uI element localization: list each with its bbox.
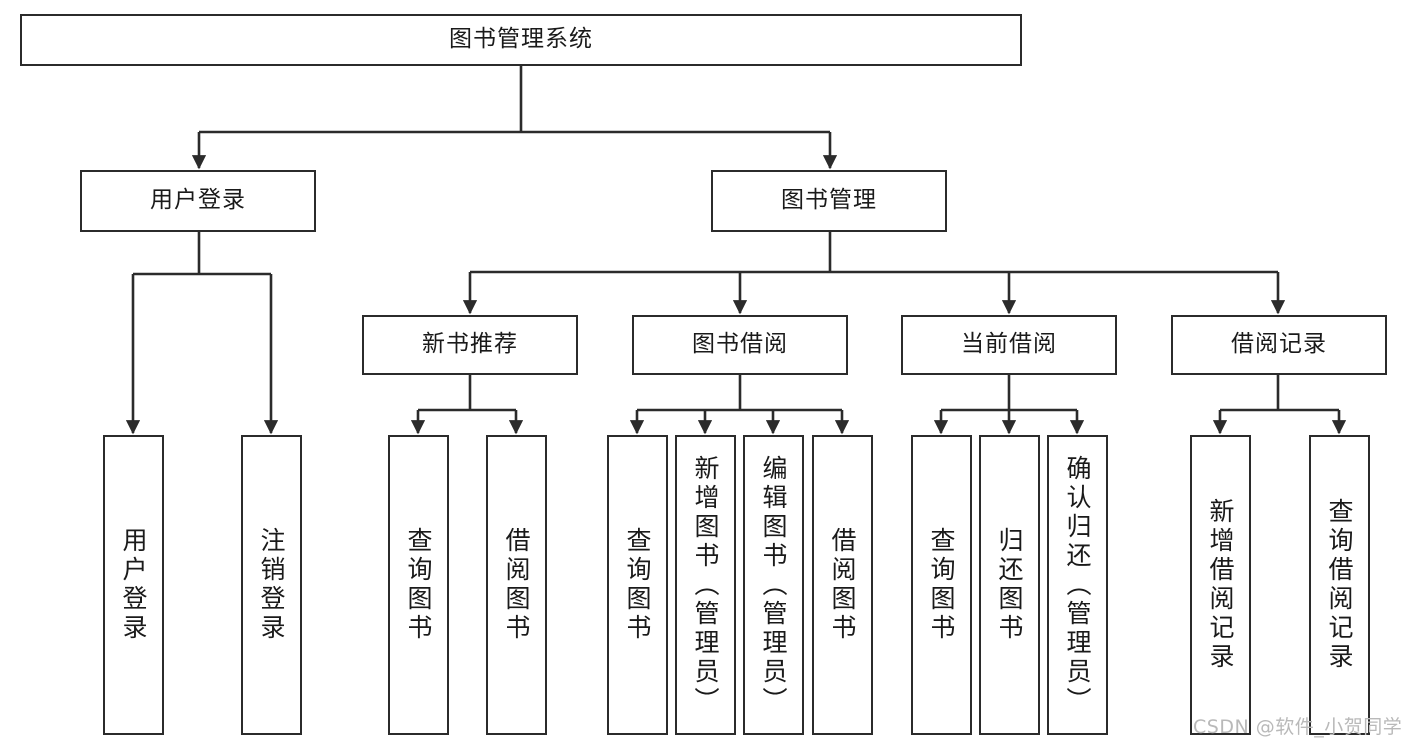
node-label: 查询图书 xyxy=(927,527,956,643)
node-label: 新书推荐 xyxy=(422,331,518,358)
leaf-borrow-record-query[interactable]: 查询借阅记录 xyxy=(1309,435,1370,735)
node-label: 编辑图书（管理员） xyxy=(759,454,788,716)
node-label: 用户登录 xyxy=(119,527,148,643)
leaf-book-borrow-lend[interactable]: 借阅图书 xyxy=(812,435,873,735)
node-label: 图书借阅 xyxy=(692,331,788,358)
leaf-user-login-signin[interactable]: 用户登录 xyxy=(103,435,164,735)
node-label: 新增借阅记录 xyxy=(1206,498,1235,672)
node-current-borrow[interactable]: 当前借阅 xyxy=(901,315,1117,375)
node-label: 查询借阅记录 xyxy=(1325,498,1354,672)
node-label: 确认归还（管理员） xyxy=(1063,454,1092,716)
node-book-borrow[interactable]: 图书借阅 xyxy=(632,315,848,375)
node-label: 图书管理 xyxy=(781,187,877,214)
csdn-watermark: CSDN @软件_小贺同学 xyxy=(1193,716,1403,738)
leaf-book-borrow-edit[interactable]: 编辑图书（管理员） xyxy=(743,435,804,735)
node-label: 借阅记录 xyxy=(1231,331,1327,358)
leaf-current-borrow-query[interactable]: 查询图书 xyxy=(911,435,972,735)
node-label: 新增图书（管理员） xyxy=(691,454,720,716)
node-label: 查询图书 xyxy=(623,527,652,643)
leaf-new-book-query[interactable]: 查询图书 xyxy=(388,435,449,735)
node-label: 借阅图书 xyxy=(828,527,857,643)
leaf-current-borrow-confirm-return[interactable]: 确认归还（管理员） xyxy=(1047,435,1108,735)
leaf-book-borrow-query[interactable]: 查询图书 xyxy=(607,435,668,735)
leaf-current-borrow-return[interactable]: 归还图书 xyxy=(979,435,1040,735)
node-label: 注销登录 xyxy=(257,527,286,643)
leaf-borrow-record-add[interactable]: 新增借阅记录 xyxy=(1190,435,1251,735)
leaf-user-login-signout[interactable]: 注销登录 xyxy=(241,435,302,735)
node-book-management[interactable]: 图书管理 xyxy=(711,170,947,232)
node-user-login[interactable]: 用户登录 xyxy=(80,170,316,232)
node-label: 当前借阅 xyxy=(961,331,1057,358)
node-label: 查询图书 xyxy=(404,527,433,643)
node-borrow-record[interactable]: 借阅记录 xyxy=(1171,315,1387,375)
node-root-system[interactable]: 图书管理系统 xyxy=(20,14,1022,66)
node-new-book-recommend[interactable]: 新书推荐 xyxy=(362,315,578,375)
node-label: 图书管理系统 xyxy=(449,26,593,53)
leaf-book-borrow-add[interactable]: 新增图书（管理员） xyxy=(675,435,736,735)
node-label: 归还图书 xyxy=(995,527,1024,643)
leaf-new-book-borrow[interactable]: 借阅图书 xyxy=(486,435,547,735)
node-label: 借阅图书 xyxy=(502,527,531,643)
node-label: 用户登录 xyxy=(150,187,246,214)
